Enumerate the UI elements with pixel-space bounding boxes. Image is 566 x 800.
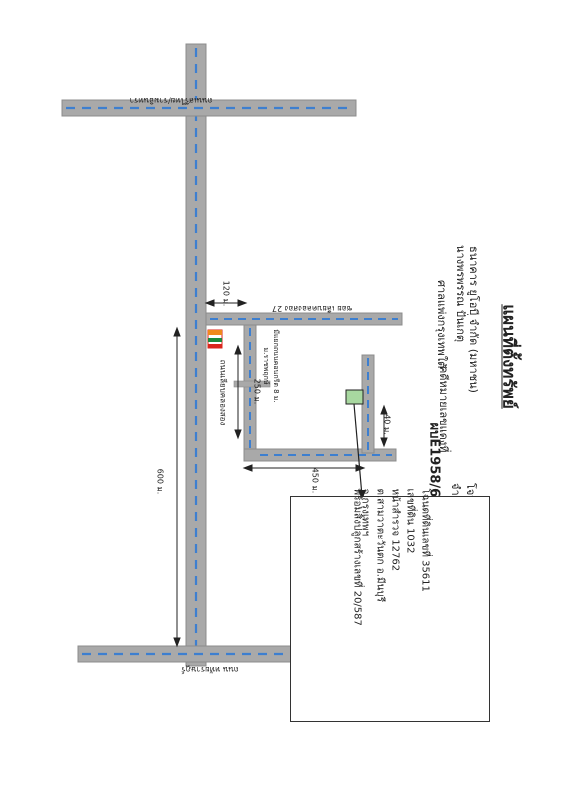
distance-450-label: 450 ม.: [310, 467, 320, 494]
convenience-store-icon: [207, 329, 223, 349]
distance-250-label: 250 ม.: [252, 378, 262, 405]
info-line-3: หน้าสำรวจ 12762: [389, 488, 401, 572]
dim-250: [234, 344, 242, 440]
landmark-cross-road: [233, 380, 271, 388]
info-line-2: เลขที่ดิน 1032: [404, 488, 416, 554]
defendant-name: นางพรพรรณ ปั่นเกตุ: [454, 245, 467, 343]
road-label-vertical: ถนนเลียบคลองสอง: [218, 359, 228, 426]
road-label-bottom: ถนน หทัยราษฎร์: [181, 665, 239, 674]
top-horizontal-road: [61, 99, 357, 117]
landmark-label: มีแยกถนนคอนกรีต 8 ม. ม.ราชพฤกษ์: [262, 329, 280, 403]
info-line-1: โฉนดที่ดินเลขที่ 35611: [419, 488, 431, 592]
dim-450: [242, 464, 366, 472]
distance-120-label: 120 ม.: [221, 280, 231, 307]
pointer-arrowhead: [358, 490, 366, 500]
info-line-4: ต.สามวาตะวันตก อ.มีนบุรี: [374, 488, 386, 603]
dim-600: [173, 326, 181, 648]
property-info-box: [290, 496, 490, 722]
road-label-top: ถนนเสรีไทย/รามอินทรา: [129, 96, 213, 105]
dim-120: [204, 299, 248, 307]
distance-600-label: 600 ม.: [155, 468, 165, 495]
property-marker: [345, 389, 364, 405]
main-vertical-road: [185, 43, 207, 667]
info-line-6: พร้อมสิ่งปลูกสร้างเลขที่ 20/587: [351, 488, 363, 626]
court-name: ศาลแพ่งกรุงเทพใต้: [435, 280, 448, 369]
branch-vertical-road: [243, 324, 257, 456]
dim-40: [380, 404, 388, 448]
property-pointer-line: [353, 403, 363, 497]
distance-40-label: 40 ม.: [382, 414, 392, 435]
map-title: แผนที่ตั้งทรัพย์: [498, 304, 519, 409]
soi-road: [205, 312, 403, 326]
short-vertical-road: [361, 354, 375, 454]
